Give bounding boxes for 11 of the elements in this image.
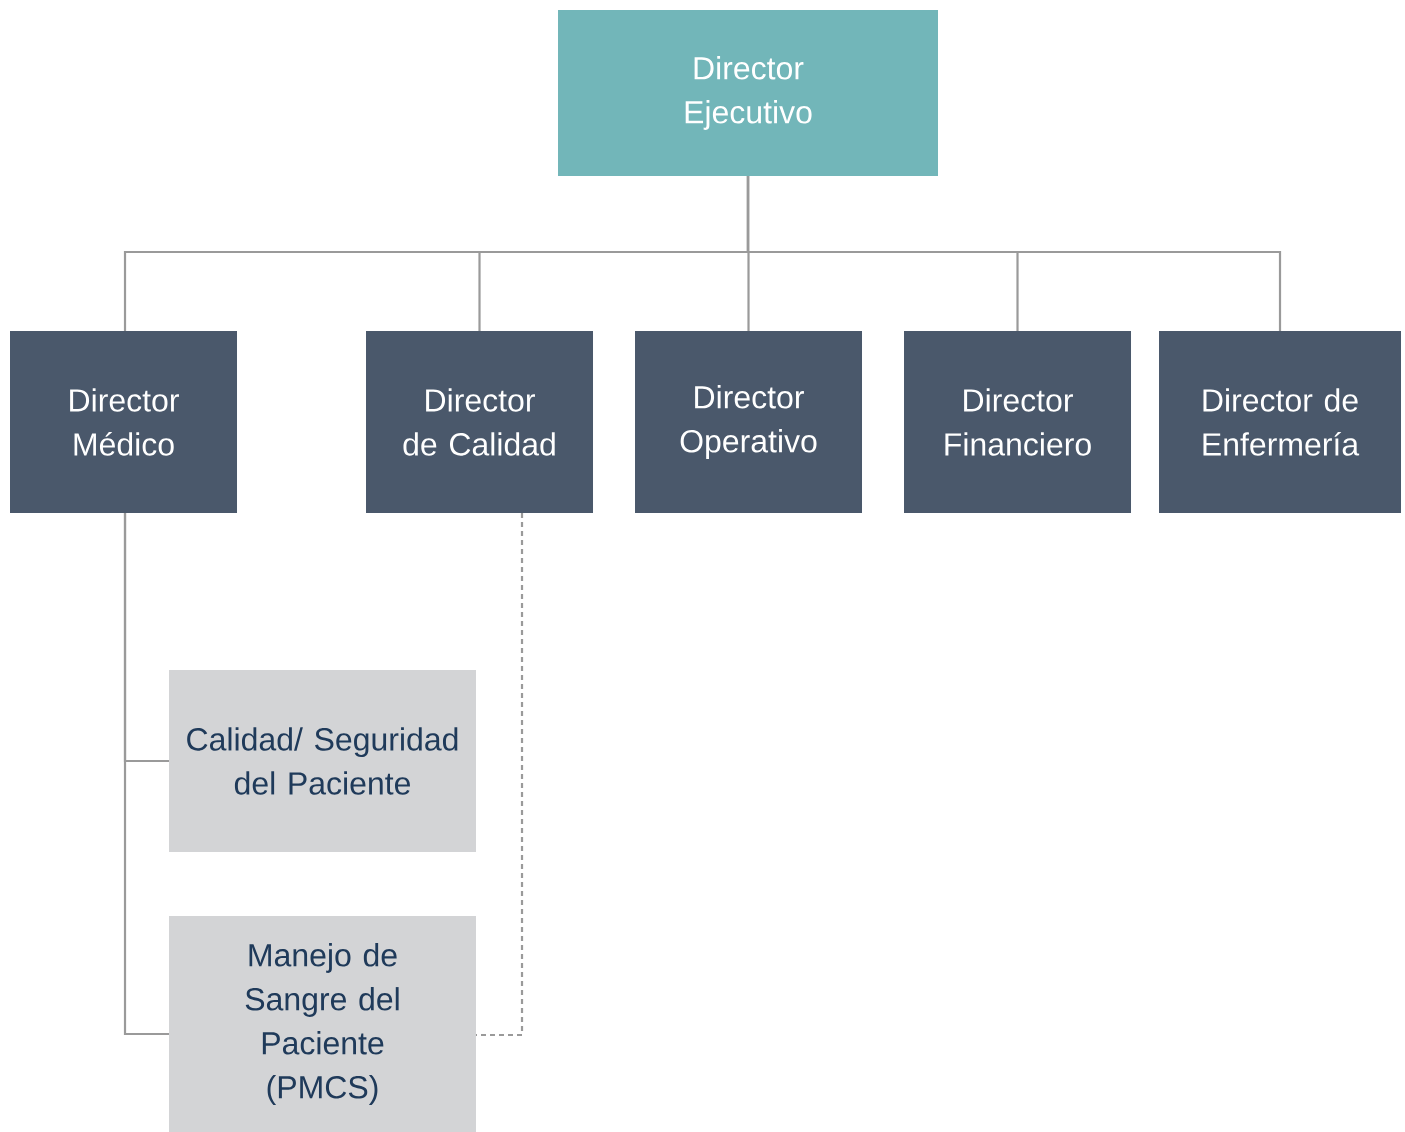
connector-line xyxy=(476,513,524,1037)
director-box: Director de Enfermería xyxy=(1159,331,1401,513)
director-box: Director Financiero xyxy=(904,331,1131,513)
director-box: Director de Calidad xyxy=(366,331,593,513)
connector-line xyxy=(123,513,169,1036)
unit-box: Manejo de Sangre del Paciente (PMCS) xyxy=(169,916,476,1132)
director-box: Director Médico xyxy=(10,331,237,513)
title-box: Director Ejecutivo xyxy=(558,10,938,176)
director-box: Director Operativo xyxy=(635,331,862,513)
connector-line xyxy=(746,176,1282,331)
unit-box: Calidad/ Seguridad del Paciente xyxy=(169,670,476,852)
